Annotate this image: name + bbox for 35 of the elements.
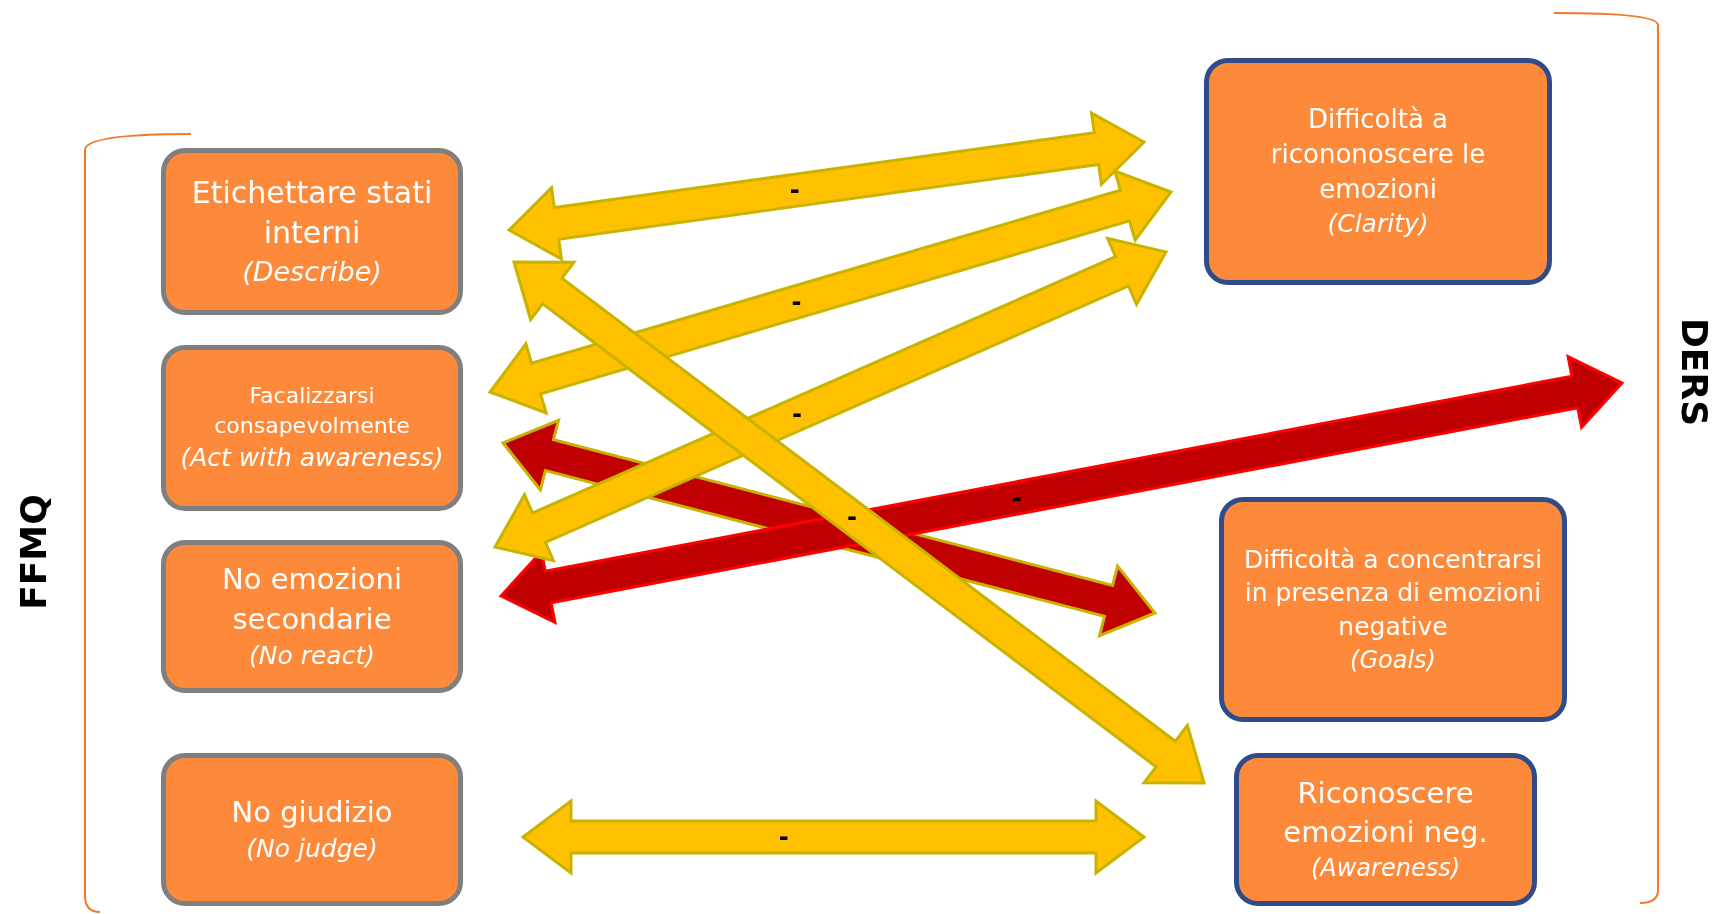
- double-arrow: [506, 110, 1147, 262]
- scale-name: (Act with awareness): [180, 441, 444, 474]
- edge-label: -: [791, 290, 802, 314]
- scale-name: (Awareness): [1310, 853, 1461, 885]
- scale-name: (Describe): [242, 254, 382, 289]
- edge-label: -: [778, 825, 789, 849]
- box-text: Facalizzarsi consapevolmente: [213, 382, 411, 441]
- rounded-box: [1219, 497, 1567, 722]
- edge-label: -: [789, 178, 800, 203]
- edge-label: -: [1011, 486, 1022, 510]
- axis-label: FFMQ: [12, 494, 54, 610]
- rounded-box: [161, 345, 463, 511]
- double-arrow: [492, 236, 1169, 563]
- scale-name: (No react): [249, 639, 375, 672]
- box-text: No emozioni secondarie: [221, 561, 403, 638]
- double-arrow: [520, 798, 1147, 876]
- box-text: Etichettare stati interni: [190, 173, 434, 253]
- rounded-box: [1204, 58, 1552, 285]
- edge-label: -: [847, 505, 858, 530]
- scale-name: (Clarity): [1327, 208, 1429, 241]
- rounded-box: [161, 148, 463, 315]
- scale-name: (Goals): [1350, 644, 1436, 676]
- box-text: Difficoltà a ricononoscere le emozioni: [1269, 103, 1487, 207]
- double-arrow: [512, 260, 1206, 785]
- box-text: Difficoltà a concentrarsi in presenza di emozioni negative: [1242, 543, 1544, 644]
- edge-label: -: [791, 402, 802, 427]
- box-text: Riconoscere emozioni neg.: [1282, 775, 1489, 852]
- double-arrow: [498, 353, 1625, 626]
- rounded-box: [161, 753, 463, 906]
- box-text: No giudizio: [231, 794, 393, 832]
- rounded-box: [1234, 753, 1537, 906]
- scale-name: (No judge): [246, 833, 378, 866]
- double-arrow: [487, 168, 1174, 416]
- axis-label: DERS: [1673, 317, 1715, 427]
- rounded-box: [161, 540, 463, 693]
